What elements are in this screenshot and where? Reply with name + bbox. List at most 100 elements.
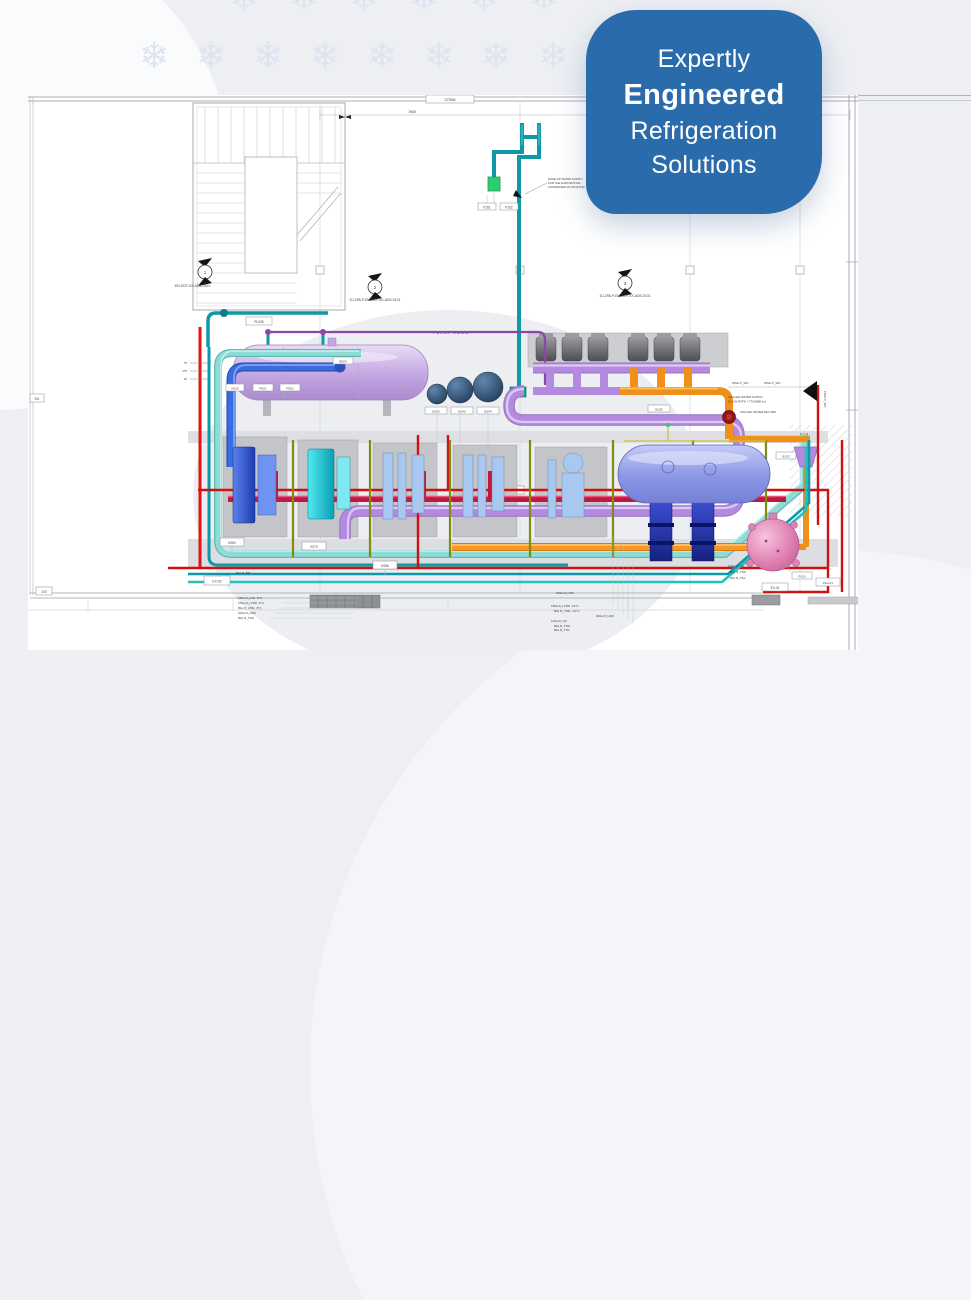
snowflake-icon: ❄ [409, 0, 439, 16]
snowflake-icon: ❄ [424, 35, 455, 76]
dim-stair: 7605 [408, 110, 416, 114]
annotation-line: CONDENSER (FLOW RATE) [548, 185, 585, 189]
section-marker-2: 2 DJ-295-P-EN-SCP-XX-ADS-0101 [350, 273, 401, 302]
purple-pipe-system [339, 362, 819, 539]
snowflake-icon: ❄ [289, 0, 319, 16]
snowflake-icon: ❄ [310, 35, 341, 76]
section-number: 1 [204, 270, 207, 275]
page-background: { "badge": { "line1": "Expertly", "line2… [0, 0, 971, 650]
pipe-size-label: 250ø C_WS [764, 381, 780, 385]
annotation-line: MAKE-UP WATER SUPPLY [548, 177, 583, 181]
tag-pl026: PL026 [254, 320, 264, 324]
annotation-line: FOR THE EVAPORATIVE [548, 181, 580, 185]
pipe-label: 150ø R_LTRD -12°C [551, 604, 579, 608]
dim-overall: 27056 [444, 97, 456, 102]
tag-p021: P021 [259, 387, 267, 391]
pipe-label: 80ø R_LTRL -5°C [238, 606, 263, 610]
pipe-label: 200ø R_HSS [556, 591, 574, 595]
badge-line-3: Refrigeration [630, 117, 778, 145]
support-posts [291, 440, 768, 557]
tag-ex02: EX-02 [212, 580, 221, 584]
pipe-label: 100ø R_CD [551, 619, 568, 623]
tag-ex01: EX-01 [771, 586, 780, 590]
pipe-label: 200ø R_HSD [238, 611, 257, 615]
pipe-label: 80ø R_TSV [554, 628, 570, 632]
badge-line-1: Expertly [657, 45, 751, 73]
pipe-label: 80ø R_TSR [730, 570, 747, 574]
pink-sphere-vessel [746, 512, 800, 572]
pipe-label: 80ø R_BD [236, 571, 251, 575]
section-label: DJ-295-P-EN-SCP-XX-ADS-0101 [350, 298, 401, 302]
flow-rate-label: (FLOW RATE = 770.8888 l/s) [728, 400, 766, 404]
chilled-return-label: CHILLED WATER RETURN [740, 410, 776, 414]
pipe-label: 150ø R_LSS -5°C [238, 596, 263, 600]
tag-b143: B143 [458, 410, 466, 414]
section-markers: 1 -EN-SCP-XX-ADS-0101 2 DJ-295-P-EN-SCP-… [174, 258, 651, 302]
tag-k066: K066 [381, 564, 389, 568]
pipe-size-label: 250ø C_WS [732, 381, 748, 385]
snowflake-icon: ❄ [349, 0, 379, 16]
cad-drawing-sheet: 7605 27056 1 -EN-SCP-XX-ADS-0101 2 DJ-29… [28, 94, 869, 680]
background-blob-bottom-right [310, 550, 971, 1300]
badge-line-2: Engineered [623, 79, 785, 111]
watermark-circle [193, 310, 703, 680]
makeup-annotation: MAKE-UP WATER SUPPLY FOR THE EVAPORATIVE… [477, 177, 585, 211]
pipe-label: 200ø R_HSD [596, 614, 615, 618]
tag-b153: B153 [432, 410, 440, 414]
pipe-label: 150ø R_LTRD -5°C [238, 601, 265, 605]
snowflake-icon: ❄ [139, 35, 170, 76]
snowflake-icon: ❄ [529, 0, 559, 16]
tag-k060: K060 [228, 541, 236, 545]
tag-p162: P162 [505, 206, 513, 210]
snowflake-icon: ❄ [229, 0, 259, 16]
tag-b132: B132 [782, 455, 790, 459]
tag-r110: R110 [798, 575, 805, 579]
section-marker-3: 3 DJ-295-P-EN-SCP-XX-ADS-0101 [600, 269, 651, 298]
plant-room-drawing: 7605 27056 1 -EN-SCP-XX-ADS-0101 2 DJ-29… [28, 94, 869, 680]
pipe-label-stacks: 80ø R_BD 150ø R_LSS -5°C 150ø R_LTRD -5°… [236, 535, 747, 632]
tag-corner: 103 [41, 590, 47, 594]
tag-k025: K025 [231, 387, 238, 391]
accumulator-spheres: B153 B143 B144 [424, 371, 504, 487]
tag-b135: B135 [655, 408, 663, 412]
section-number: 2 [374, 285, 377, 290]
section-label: -EN-SCP-XX-ADS-0101 [174, 284, 210, 288]
flow-flag-icon [803, 381, 817, 401]
riser-size-label: 150ø C_WS [823, 391, 827, 407]
tick-label: 40 [184, 377, 188, 381]
tag-dg: DG [35, 397, 40, 401]
stairwell [192, 102, 346, 311]
tag-fal01: FAL-01 [823, 581, 833, 585]
promo-badge: Expertly Engineered Refrigeration Soluti… [586, 10, 822, 214]
snowflake-icon: ❄ [253, 35, 284, 76]
snowflake-icon: ❄ [481, 35, 512, 76]
pipe-label: 80ø R_TSR [238, 616, 255, 620]
snowflake-icon: ❄ [538, 35, 569, 76]
pipe-label: 80ø R_LTRL -12°C [554, 609, 580, 613]
surge-vessel [617, 423, 771, 562]
dimensions: 7605 27056 [319, 94, 851, 120]
left-riser-pipes [190, 327, 568, 568]
section-marker-1: 1 -EN-SCP-XX-ADS-0101 [174, 258, 213, 288]
tag-p161: P161 [483, 206, 491, 210]
section-number: 3 [624, 281, 627, 286]
pump-motors [527, 332, 729, 368]
chilled-supply-label: CHILLED WATER SUPPLY [728, 395, 763, 399]
badge-line-4: Solutions [651, 151, 757, 179]
pipe-label: 100ø R_CD [728, 564, 745, 568]
tick-label: 275 [182, 369, 187, 373]
snowflake-icon: ❄ [367, 35, 398, 76]
snowflake-icon: ❄ [196, 35, 227, 76]
tag-b020: B020 [339, 360, 347, 364]
tag-p022: P022 [286, 387, 294, 391]
compressor-skids [232, 446, 585, 524]
tag-b144: B144 [484, 410, 492, 414]
pipe-label: 80ø R_TSR [554, 624, 571, 628]
green-valve [487, 176, 501, 192]
tag-k070: K070 [310, 545, 318, 549]
equipment-tags: PL026 B020 K025 P021 P022 B135 B132 K060… [29, 316, 841, 596]
snowflake-icon: ❄ [469, 0, 499, 16]
section-label: DJ-295-P-EN-SCP-XX-ADS-0101 [600, 294, 651, 298]
tick-label: 75 [184, 361, 188, 365]
violet-pipe [268, 330, 547, 385]
